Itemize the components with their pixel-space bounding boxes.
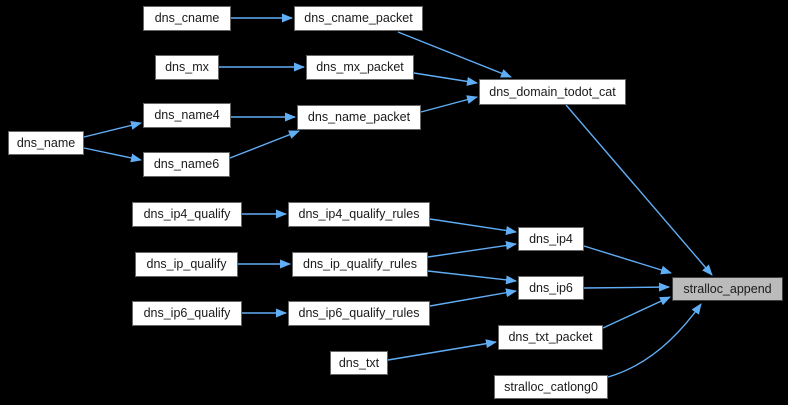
edge-dns_ip_qualify_rules-to-dns_ip6 — [427, 270, 517, 285]
node-label: dns_txt_packet — [508, 330, 593, 345]
node-dns_ip4_qualify_rules[interactable]: dns_ip4_qualify_rules — [288, 202, 430, 227]
node-dns_mx_packet[interactable]: dns_mx_packet — [306, 55, 414, 80]
node-label: dns_domain_todot_cat — [489, 84, 616, 99]
node-dns_cname_packet[interactable]: dns_cname_packet — [294, 6, 423, 31]
node-dns_name6[interactable]: dns_name6 — [143, 152, 230, 177]
node-stralloc_append: stralloc_append — [672, 277, 783, 301]
node-label: dns_name4 — [154, 108, 220, 123]
node-dns_ip6_qualify[interactable]: dns_ip6_qualify — [132, 301, 242, 326]
node-label: dns_ip6 — [529, 280, 573, 295]
edge-dns_ip_qualify_rules-to-dns_ip4 — [427, 241, 517, 258]
edge-dns_name_packet-to-dns_domain_todot_cat — [420, 95, 478, 113]
edge-dns_name-to-dns_name6 — [83, 147, 142, 163]
edge-dns_cname_packet-to-dns_domain_todot_cat — [397, 31, 512, 78]
node-label: dns_ip4_qualify — [143, 207, 231, 222]
node-dns_name4[interactable]: dns_name4 — [143, 103, 231, 128]
edge-dns_ip6_qualify_rules-to-dns_ip6 — [429, 288, 517, 307]
node-dns_mx[interactable]: dns_mx — [155, 55, 219, 80]
node-dns_ip4[interactable]: dns_ip4 — [518, 227, 584, 251]
node-dns_ip6_qualify_rules[interactable]: dns_ip6_qualify_rules — [288, 301, 430, 326]
edge-dns_domain_todot_cat-to-stralloc_append — [565, 104, 713, 276]
edge-dns_name-to-dns_name4 — [83, 121, 142, 138]
node-dns_domain_todot_cat[interactable]: dns_domain_todot_cat — [479, 79, 626, 105]
node-dns_name_packet[interactable]: dns_name_packet — [297, 105, 421, 130]
node-label: dns_ip6_qualify_rules — [298, 306, 420, 321]
edge-dns_txt_packet-to-stralloc_append — [602, 296, 671, 329]
node-dns_txt[interactable]: dns_txt — [330, 351, 388, 375]
node-dns_ip_qualify_rules[interactable]: dns_ip_qualify_rules — [292, 252, 428, 277]
node-label: dns_txt — [338, 355, 380, 370]
node-label: dns_mx_packet — [316, 60, 404, 75]
node-label: dns_name_packet — [307, 110, 411, 125]
edge-dns_name6-to-dns_name_packet — [229, 130, 300, 159]
node-label: dns_name6 — [153, 157, 220, 172]
node-label: dns_ip4_qualify_rules — [298, 207, 420, 222]
edge-dns_mx_packet-to-dns_domain_todot_cat — [413, 72, 478, 86]
node-label: stralloc_catlong0 — [504, 379, 598, 394]
node-label: dns_ip_qualify_rules — [303, 257, 417, 272]
node-label: dns_cname_packet — [304, 11, 413, 26]
edge-dns_ip6-to-stralloc_append — [583, 282, 670, 292]
edge-dns_ip4-to-stralloc_append — [583, 245, 672, 275]
node-dns_ip4_qualify[interactable]: dns_ip4_qualify — [132, 202, 242, 227]
node-label: dns_ip_qualify — [146, 257, 227, 272]
node-stralloc_catlong0[interactable]: stralloc_catlong0 — [494, 375, 608, 399]
node-dns_ip6[interactable]: dns_ip6 — [518, 276, 584, 300]
edge-dns_ip4_qualify_rules-to-dns_ip4 — [429, 218, 517, 235]
node-dns_cname[interactable]: dns_cname — [143, 6, 231, 31]
edge-stralloc_catlong0-to-stralloc_append — [607, 303, 702, 378]
node-label: dns_ip4 — [529, 231, 573, 246]
node-label: dns_ip6_qualify — [143, 306, 231, 321]
node-label: stralloc_append — [683, 281, 772, 296]
node-dns_name[interactable]: dns_name — [8, 131, 84, 155]
node-dns_ip_qualify[interactable]: dns_ip_qualify — [135, 252, 238, 277]
node-dns_txt_packet[interactable]: dns_txt_packet — [498, 325, 603, 350]
edge-dns_txt-to-dns_txt_packet — [387, 339, 497, 361]
node-label: dns_cname — [154, 11, 220, 26]
node-label: dns_name — [16, 135, 76, 150]
node-label: dns_mx — [165, 60, 209, 75]
